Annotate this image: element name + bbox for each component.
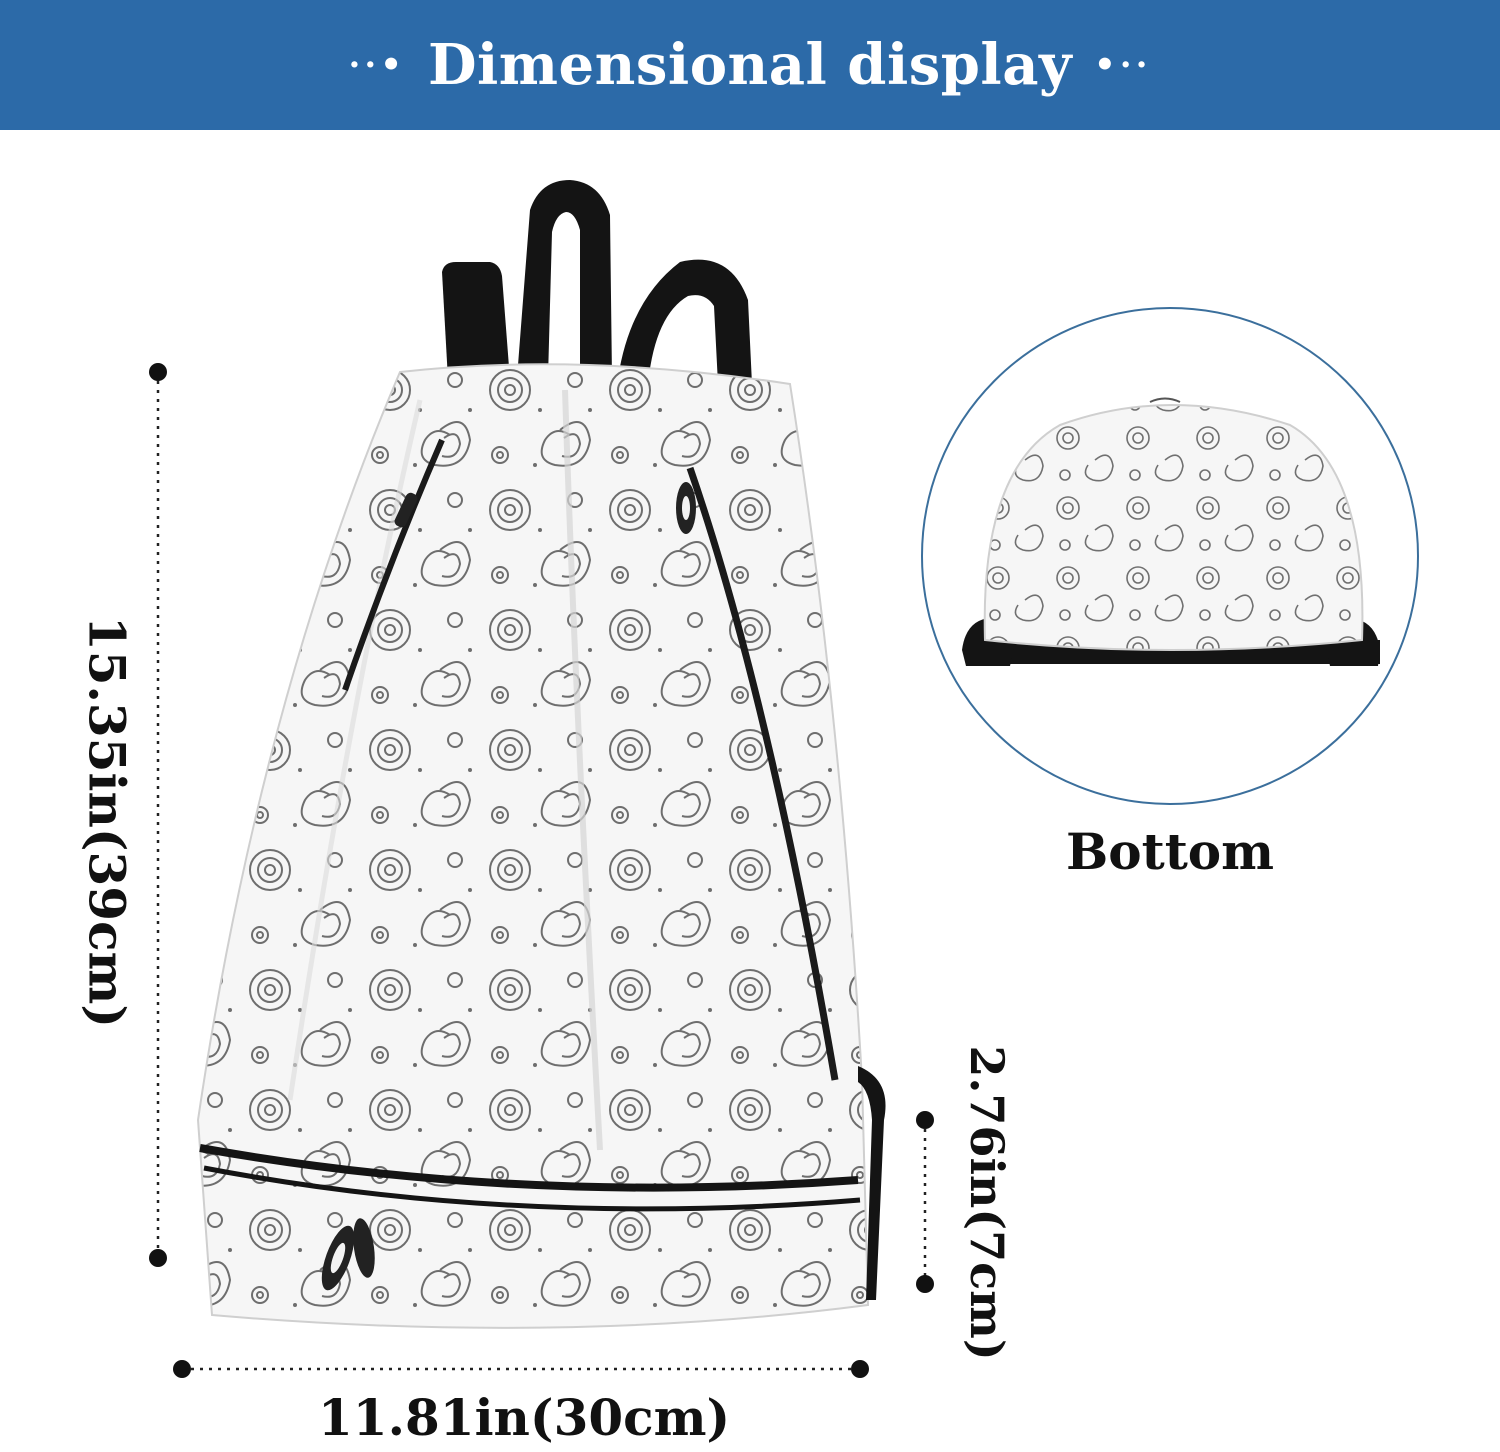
width-dimension-label: 11.81in(30cm) <box>318 1388 731 1447</box>
strap-top-loop <box>517 180 612 378</box>
width-dimension-line <box>173 1360 869 1378</box>
strap-left <box>442 262 510 380</box>
strap-right-loop <box>618 259 752 384</box>
header-banner: ··• Dimensional display •·· <box>0 0 1500 130</box>
header-dots-left: ··• <box>348 45 406 85</box>
zipper-left-pocket <box>342 438 445 691</box>
header-dots-right: •·· <box>1094 45 1152 85</box>
backpack-body <box>196 363 870 1329</box>
height-dimension-label: 15.35in(39cm) <box>77 615 137 1029</box>
side-strap <box>858 1066 886 1300</box>
zipper-right-pocket <box>676 466 839 1081</box>
depth-dimension-line <box>916 1111 934 1293</box>
depth-dimension-label: 2.76in(7cm) <box>960 1045 1014 1361</box>
height-dimension-line <box>149 363 167 1267</box>
bottom-view-label: Bottom <box>1066 822 1275 881</box>
zipper-bottom-compartment <box>199 1144 861 1291</box>
bottom-view-inset <box>921 307 1419 805</box>
page-title: Dimensional display <box>427 32 1073 98</box>
